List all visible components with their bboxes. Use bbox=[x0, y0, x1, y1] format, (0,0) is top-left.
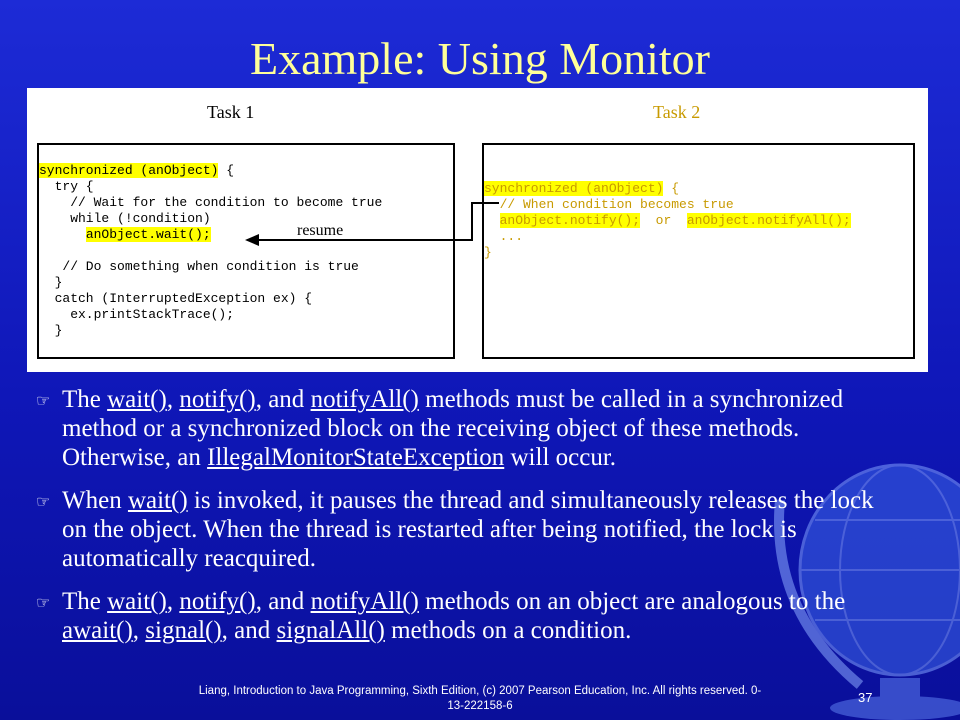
task1-label: Task 1 bbox=[207, 102, 255, 122]
bullet-list: ☞ The wait(), notify(), and notifyAll() … bbox=[36, 385, 896, 659]
sync-keyword-highlight: synchronized (anObject) bbox=[484, 181, 664, 196]
wait-call-highlight: anObject.wait(); bbox=[85, 227, 211, 242]
notifyall-call-highlight: anObject.notifyAll(); bbox=[686, 213, 851, 228]
pointing-hand-icon: ☞ bbox=[36, 494, 51, 511]
task1-code-box: synchronized (anObject) { try { // Wait … bbox=[37, 143, 455, 359]
page-number: 37 bbox=[858, 690, 873, 705]
pointing-hand-icon: ☞ bbox=[36, 393, 51, 410]
globe-decoration-icon bbox=[774, 463, 960, 720]
sync-keyword-highlight: synchronized (anObject) bbox=[39, 163, 219, 178]
task2-label: Task 2 bbox=[653, 102, 701, 122]
bullet-item: ☞ The wait(), notify(), and notifyAll() … bbox=[36, 588, 846, 644]
resume-label: resume bbox=[297, 222, 344, 239]
notify-call-highlight: anObject.notify(); bbox=[499, 213, 641, 228]
footer-copyright: Liang, Introduction to Java Programming,… bbox=[198, 685, 762, 712]
bullet-item: ☞ When wait() is invoked, it pauses the … bbox=[36, 487, 874, 572]
pointing-hand-icon: ☞ bbox=[36, 595, 51, 612]
task2-code: synchronized (anObject) { // When condit… bbox=[484, 181, 851, 260]
bullet-item: ☞ The wait(), notify(), and notifyAll() … bbox=[36, 386, 844, 471]
task1-code: synchronized (anObject) { try { // Wait … bbox=[39, 163, 383, 338]
task2-code-box: synchronized (anObject) { // When condit… bbox=[482, 143, 915, 359]
monitor-diagram: Task 1 Task 2 synchronized (anObject) { … bbox=[27, 88, 928, 372]
slide-title: Example: Using Monitor bbox=[250, 33, 710, 84]
